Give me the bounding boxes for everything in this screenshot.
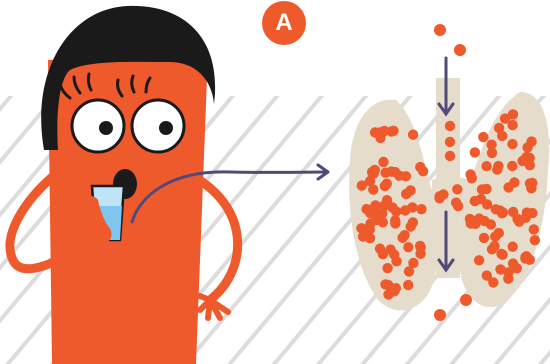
iodine-particle <box>520 252 530 262</box>
iodine-particle <box>530 235 540 245</box>
iodine-particle <box>405 185 415 195</box>
iodine-particle <box>451 198 461 208</box>
iodine-particle <box>378 249 388 259</box>
iodine-particle <box>495 264 505 274</box>
iodine-particle <box>507 161 517 171</box>
iodine-particle <box>390 167 400 177</box>
section-badge: A <box>262 1 306 45</box>
iodine-particle <box>497 131 507 141</box>
iodine-particle <box>415 249 425 259</box>
iodine-particle-top-1 <box>434 24 446 36</box>
iodine-particle <box>470 147 480 157</box>
iodine-particle <box>378 217 388 227</box>
iodine-particle <box>507 139 517 149</box>
iodine-particle <box>522 207 532 217</box>
character-body <box>48 52 208 364</box>
iodine-particle <box>445 137 455 147</box>
iodine-particle <box>526 136 536 146</box>
iodine-particle <box>465 214 475 224</box>
iodine-particle <box>445 151 455 161</box>
iodine-particle <box>481 161 491 171</box>
iodine-particle <box>403 280 413 290</box>
iodine-particle <box>397 233 407 243</box>
thyroid-gland-illustration <box>349 78 549 310</box>
iodine-particle <box>452 184 462 194</box>
iodine-particle <box>367 167 377 177</box>
iodine-particle <box>479 233 489 243</box>
iodine-particle <box>406 221 416 231</box>
iodine-particle <box>400 205 410 215</box>
iodine-particle <box>478 132 488 142</box>
iodine-particle-bottom-2 <box>434 309 446 321</box>
iodine-particle <box>365 218 375 228</box>
character-left-pupil <box>99 121 113 135</box>
iodine-particle <box>382 263 392 273</box>
iodine-particle <box>370 127 380 137</box>
iodine-particle <box>408 258 418 268</box>
iodine-particle <box>482 199 492 209</box>
character-left-eye <box>72 100 124 152</box>
iodine-particle <box>390 215 400 225</box>
iodine-particle <box>379 126 389 136</box>
iodine-particle <box>493 161 503 171</box>
iodine-particle <box>365 208 375 218</box>
iodine-particle <box>445 121 455 131</box>
iodine-particle <box>488 277 498 287</box>
iodine-particle <box>357 180 367 190</box>
iodine-particle <box>380 181 390 191</box>
iodine-particle <box>474 255 484 265</box>
iodine-particle <box>508 242 518 252</box>
iodine-particle <box>474 213 484 223</box>
iodine-particle <box>387 202 397 212</box>
iodine-particle <box>465 169 475 179</box>
iodine-particle <box>408 130 418 140</box>
thyroid-trachea <box>436 78 460 278</box>
iodine-particle <box>415 162 425 172</box>
iodine-particle <box>389 250 399 260</box>
iodine-particle <box>489 241 499 251</box>
iodine-particle-bottom-1 <box>460 294 472 306</box>
iodine-particle <box>356 223 366 233</box>
iodine-particle <box>525 160 535 170</box>
section-badge-label: A <box>275 9 292 37</box>
iodine-particle <box>378 157 388 167</box>
iodine-particle <box>529 224 539 234</box>
iodine-particle <box>416 204 426 214</box>
iodine-particle <box>391 283 401 293</box>
iodine-particle <box>487 148 497 158</box>
iodine-particle <box>481 184 491 194</box>
character-right-eye <box>132 100 184 152</box>
iodine-particle <box>495 205 505 215</box>
iodine-particle <box>507 120 517 130</box>
iodine-particle <box>368 184 378 194</box>
iodine-particle <box>496 249 506 259</box>
character-right-pupil <box>159 121 173 135</box>
iodine-particle-top-2 <box>454 44 466 56</box>
iodine-particle <box>494 228 504 238</box>
iodine-particle <box>403 242 413 252</box>
iodine-particle <box>527 178 537 188</box>
iodine-particle <box>438 189 448 199</box>
iodine-particle <box>514 217 524 227</box>
iodine-particle <box>486 219 496 229</box>
iodine-particle <box>503 182 513 192</box>
